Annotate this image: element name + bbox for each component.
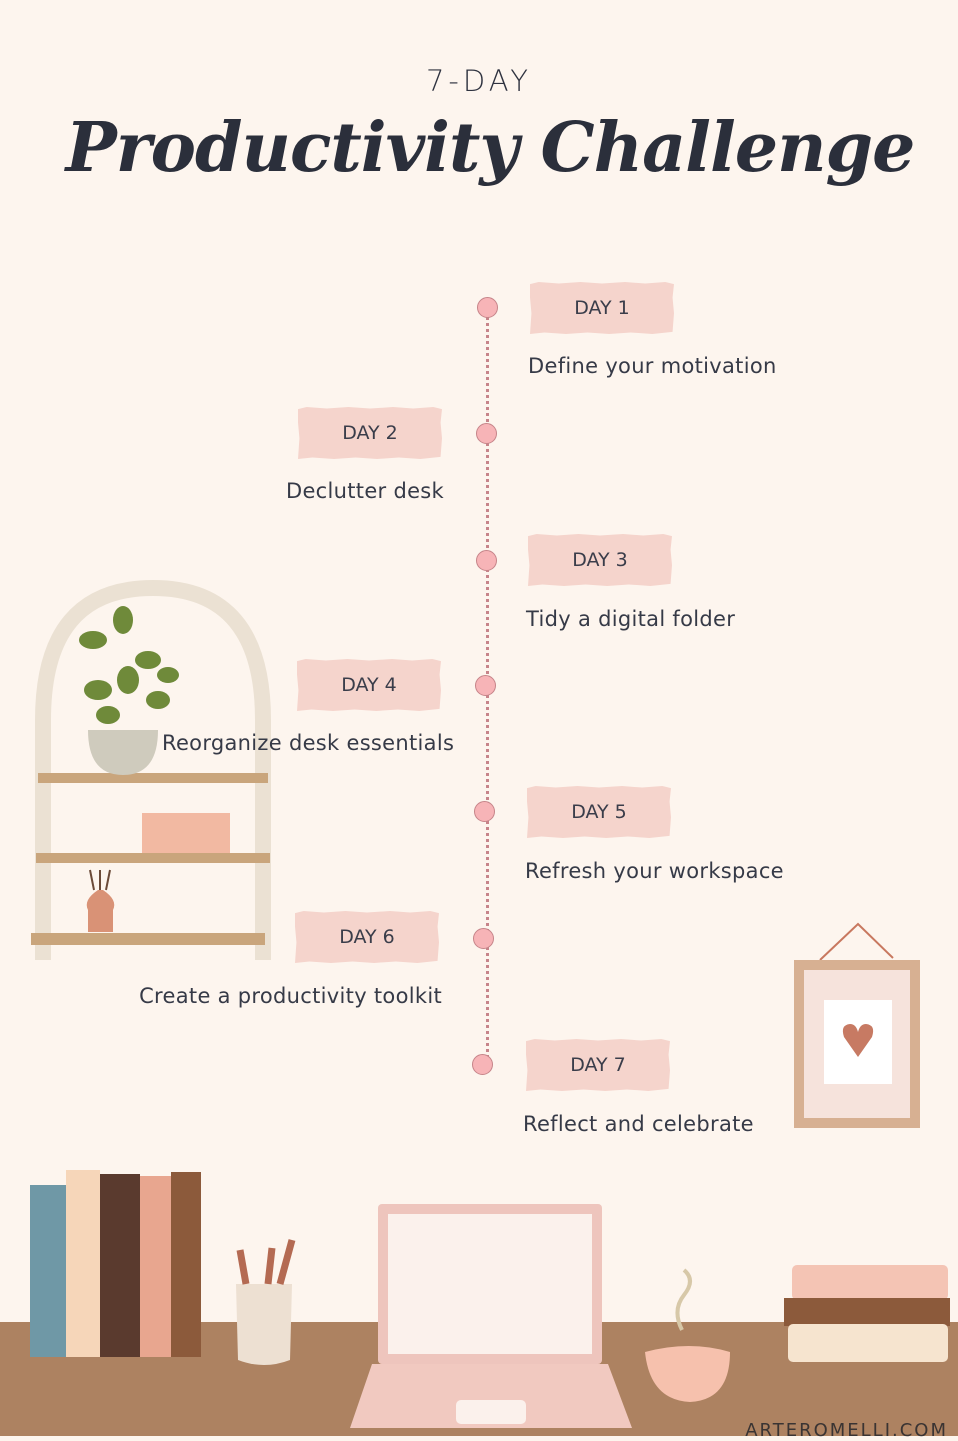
shelf-illustration bbox=[31, 580, 271, 960]
timeline-dot bbox=[475, 675, 496, 696]
timeline-dot bbox=[472, 1054, 493, 1075]
day-tag: DAY 3 bbox=[528, 534, 672, 586]
heart-frame-illustration bbox=[794, 922, 920, 1128]
day-tag: DAY 6 bbox=[295, 911, 439, 963]
timeline-dot bbox=[476, 423, 497, 444]
day-tag: DAY 7 bbox=[526, 1039, 670, 1091]
desk-items-illustration bbox=[30, 1170, 950, 1428]
timeline-dot bbox=[477, 297, 498, 318]
credit-text: ARTEROMELLI.COM bbox=[745, 1420, 948, 1441]
timeline-dot bbox=[476, 550, 497, 571]
subtitle: 7-DAY bbox=[425, 64, 533, 98]
day-task: Reorganize desk essentials bbox=[162, 731, 455, 755]
day-task: Declutter desk bbox=[285, 479, 444, 503]
day-task: Reflect and celebrate bbox=[523, 1112, 754, 1136]
day-task: Define your motivation bbox=[528, 354, 777, 378]
day-tag: DAY 5 bbox=[527, 786, 671, 838]
day-tag: DAY 2 bbox=[298, 407, 442, 459]
timeline-dot bbox=[473, 928, 494, 949]
day-task: Refresh your workspace bbox=[525, 859, 784, 883]
page-title: Productivity Challenge bbox=[65, 108, 916, 188]
timeline-dot bbox=[474, 801, 495, 822]
day-tag: DAY 1 bbox=[530, 282, 674, 334]
day-tag: DAY 4 bbox=[297, 659, 441, 711]
day-task: Create a productivity toolkit bbox=[139, 984, 442, 1008]
day-task: Tidy a digital folder bbox=[526, 607, 736, 631]
